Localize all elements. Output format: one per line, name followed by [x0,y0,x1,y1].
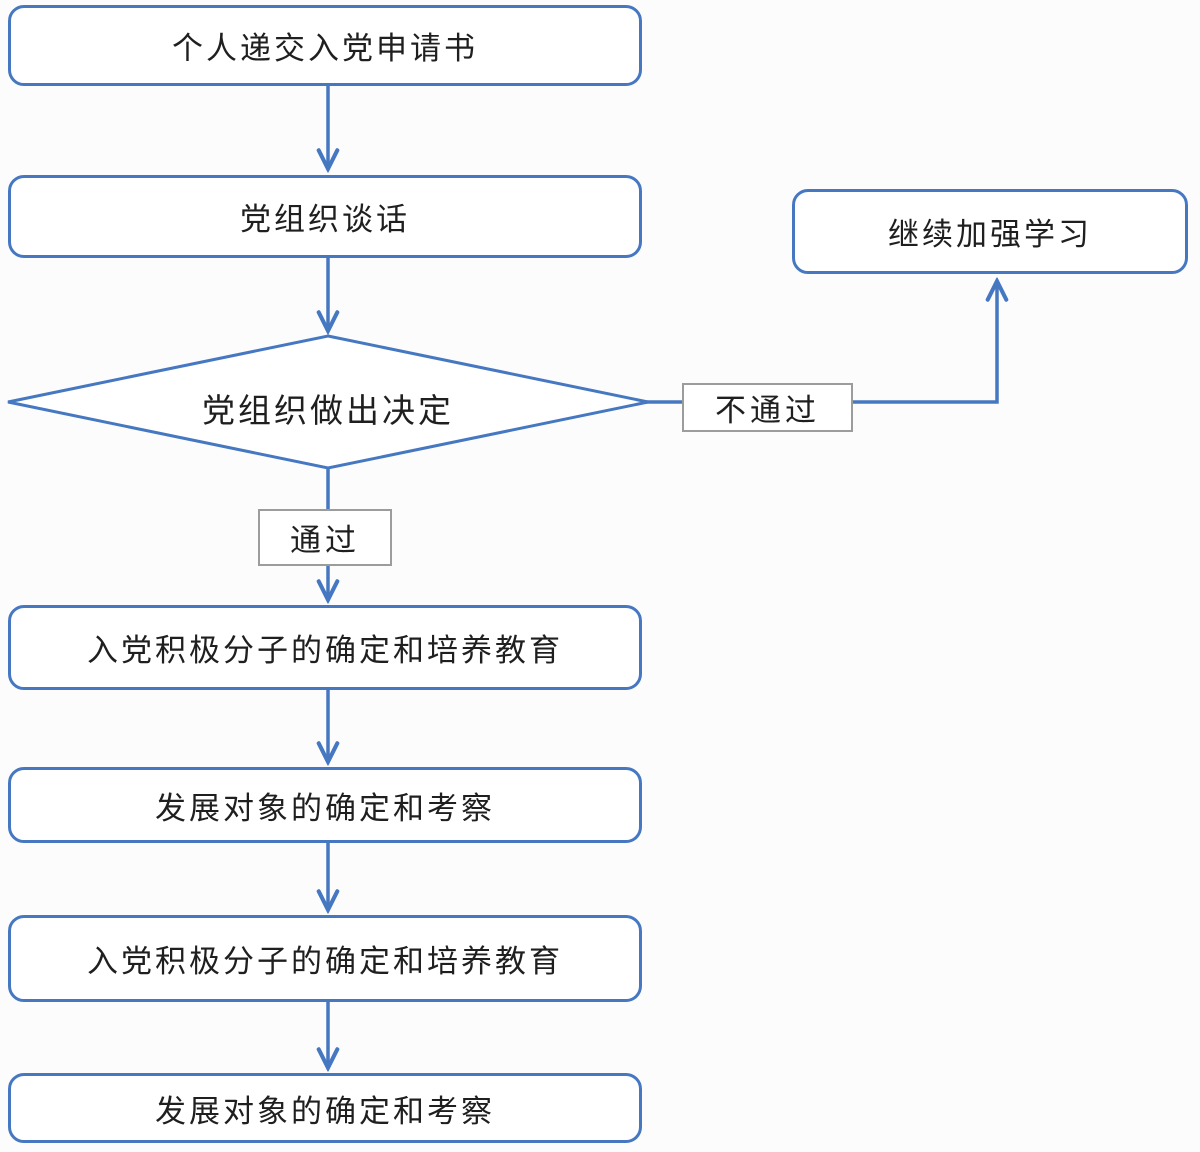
decision-diamond-label: 党组织做出决定 [202,394,454,430]
flow-box-target-confirm-1: 发展对象的确定和考察 [8,767,642,843]
flow-box-activist-confirm-1: 入党积极分子的确定和培养教育 [8,605,642,690]
edge-label-pass: 通过 [258,509,392,566]
flow-box-continue-study: 继续加强学习 [792,189,1188,274]
flow-box-activist-confirm-2: 入党积极分子的确定和培养教育 [8,915,642,1002]
flow-box-submit-application: 个人递交入党申请书 [8,5,642,86]
edge-label-fail: 不通过 [682,383,853,432]
flow-box-target-confirm-2: 发展对象的确定和考察 [8,1073,642,1143]
flow-box-org-talk: 党组织谈话 [8,175,642,258]
